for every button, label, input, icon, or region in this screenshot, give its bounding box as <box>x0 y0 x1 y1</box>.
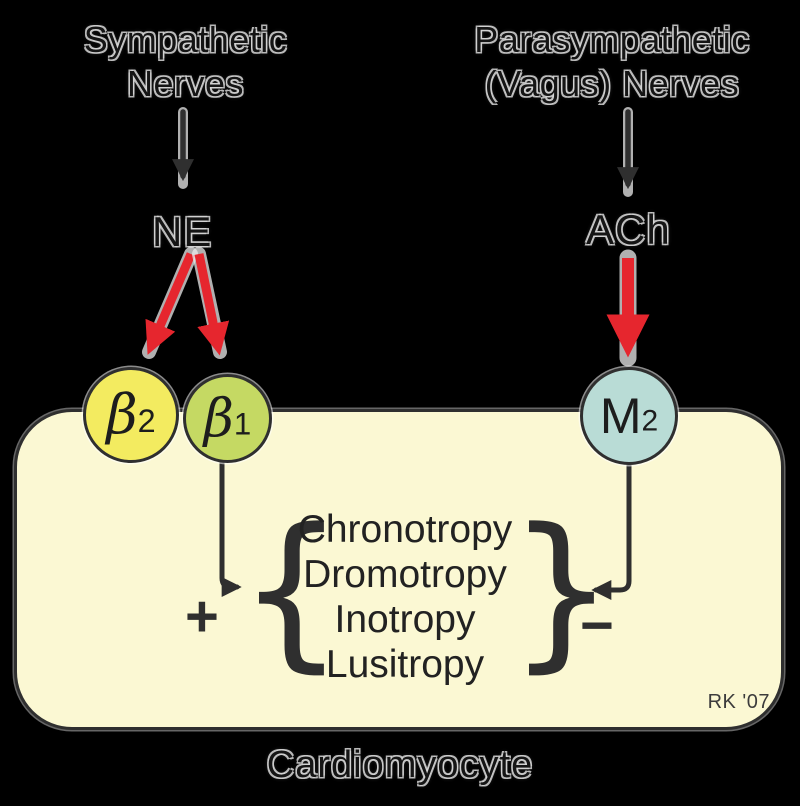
ne-to-beta1-arrow-halo <box>192 247 227 359</box>
norepinephrine-label: NE <box>152 208 213 255</box>
cardiomyocyte-cell-box <box>14 409 784 730</box>
beta2-symbol: β <box>106 383 138 446</box>
stimulation-plus-sign: + <box>185 584 219 649</box>
acetylcholine-label: ACh <box>586 206 671 253</box>
beta1-subscript: 1 <box>233 406 252 442</box>
author-credit: RK '07 <box>707 691 770 713</box>
effect-item: Lusitropy <box>325 643 485 686</box>
ne-to-beta2-arrow-halo <box>142 247 198 359</box>
ne-to-beta1-arrow <box>194 253 230 356</box>
sympathetic-nerves-label: Sympathetic Nerves <box>83 19 288 104</box>
cardiomyocyte-label: Cardiomyocyte <box>266 744 534 786</box>
m2-symbol: M <box>599 388 642 444</box>
left-brace: { <box>238 492 345 688</box>
ne-to-beta2-arrow <box>145 252 196 355</box>
m2-subscript: 2 <box>641 404 659 438</box>
inhibition-minus-sign: − <box>580 593 614 658</box>
effect-item: Inotropy <box>334 598 476 641</box>
beta1-symbol: β <box>203 388 234 449</box>
effects-list: Chronotropy Dromotropy Inotropy Lusitrop… <box>285 507 525 687</box>
parasympathetic-nerves-label: Parasympathetic (Vagus) Nerves <box>474 19 750 104</box>
beta2-subscript: 2 <box>137 402 156 439</box>
effect-item: Dromotropy <box>303 553 507 596</box>
effect-item: Chronotropy <box>297 508 513 551</box>
